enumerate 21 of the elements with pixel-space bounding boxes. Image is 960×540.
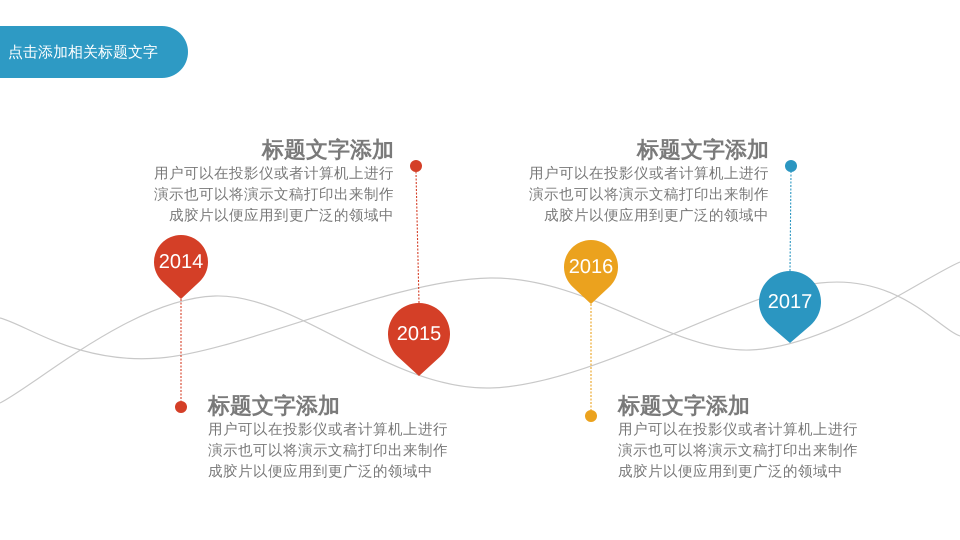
heading: 标题文字添加 bbox=[260, 137, 394, 163]
map-pin: 2014 bbox=[154, 235, 208, 299]
description-text: 用户可以在投影仪或者计算机上进行演示也可以将演示文稿打印出来制作成胶片以便应用到更广泛的领域中 bbox=[208, 420, 449, 482]
heading: 标题文字添加 bbox=[635, 137, 769, 163]
description-text: 用户可以在投影仪或者计算机上进行演示也可以将演示文稿打印出来制作成胶片以便应用到更广泛的领域中 bbox=[153, 164, 394, 226]
dot-marker bbox=[410, 160, 422, 172]
map-pin: 2017 bbox=[759, 271, 821, 343]
heading: 标题文字添加 bbox=[618, 393, 751, 419]
dot-marker bbox=[785, 160, 797, 172]
dashed-connector bbox=[789, 172, 792, 271]
map-pin: 2016 bbox=[564, 240, 618, 304]
description-text: 用户可以在投影仪或者计算机上进行演示也可以将演示文稿打印出来制作成胶片以便应用到更广泛的领域中 bbox=[618, 420, 859, 482]
title-banner: 点击添加相关标题文字 bbox=[0, 26, 188, 78]
dashed-connector bbox=[590, 304, 592, 410]
map-pin: 2015 bbox=[388, 303, 450, 376]
dashed-connector bbox=[415, 172, 420, 304]
description-text: 用户可以在投影仪或者计算机上进行演示也可以将演示文稿打印出来制作成胶片以便应用到更广泛的领域中 bbox=[528, 164, 769, 226]
dot-marker bbox=[585, 410, 597, 422]
heading: 标题文字添加 bbox=[208, 393, 341, 419]
dashed-connector bbox=[180, 299, 182, 401]
dot-marker bbox=[175, 401, 187, 413]
